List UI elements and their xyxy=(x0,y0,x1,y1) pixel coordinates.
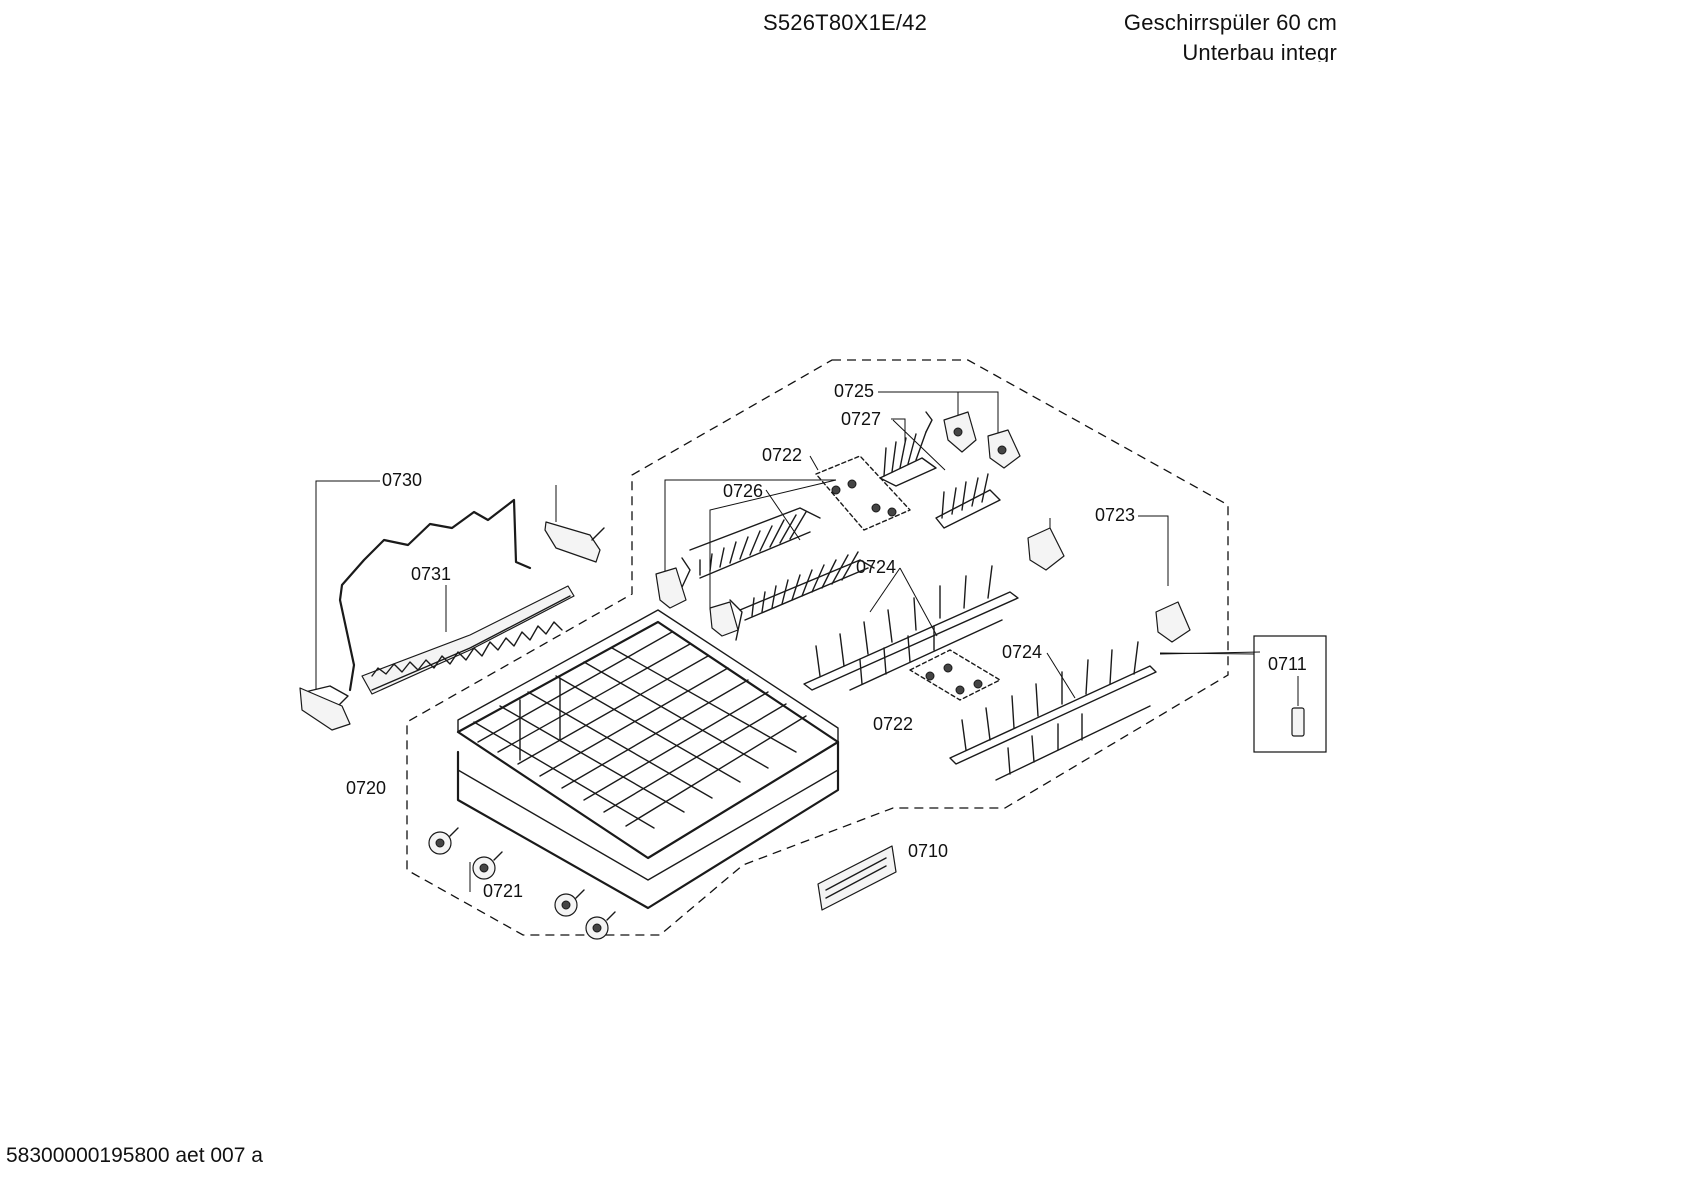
callout-0723: 0723 xyxy=(1095,505,1135,525)
callout-0727: 0727 xyxy=(841,409,881,429)
callout-0710: 0710 xyxy=(908,841,948,861)
part-0726-tine-row-lower xyxy=(729,551,875,641)
callout-0725: 0725 xyxy=(834,381,874,401)
part-0724-tine-rack-lower xyxy=(949,641,1157,781)
callout-0711: 0711 xyxy=(1268,654,1307,674)
callout-0721: 0721 xyxy=(483,881,523,901)
part-0723-holders xyxy=(1027,518,1191,643)
part-0731-cup-shelf xyxy=(361,585,575,695)
callout-0730: 0730 xyxy=(382,470,422,490)
part-0724-tine-rack-upper xyxy=(803,565,1019,691)
callout-0720: 0720 xyxy=(346,778,386,798)
part-0722-bracket-set-upper xyxy=(815,455,911,531)
callout-0724-top: 0724 xyxy=(856,557,896,577)
part-0722-bracket-set-lower xyxy=(909,649,1001,701)
document-code: 58300000195800 aet 007 a xyxy=(6,1144,263,1167)
group-outline-upper xyxy=(406,359,1229,936)
part-bracket-clip xyxy=(544,485,605,563)
appliance-description-line2: Unterbau integr xyxy=(1182,40,1337,62)
detail-box-0711 xyxy=(1253,635,1327,753)
model-number: S526T80X1E/42 xyxy=(763,10,928,35)
leader-0711 xyxy=(1159,652,1255,655)
part-rail-holders xyxy=(655,567,739,637)
callout-0731: 0731 xyxy=(411,564,451,584)
callout-0722-bottom: 0722 xyxy=(873,714,913,734)
callout-0724-bottom: 0724 xyxy=(1002,642,1042,662)
part-0711-pin xyxy=(1291,707,1305,737)
leader-lines xyxy=(315,391,1261,892)
part-0727-small-tine-rack xyxy=(879,411,1001,529)
appliance-description: Geschirrspüler 60 cm xyxy=(1123,10,1337,35)
part-0721-wheels xyxy=(428,827,616,940)
callout-0726: 0726 xyxy=(723,481,763,501)
part-0730-handle-wire xyxy=(299,498,532,731)
part-0725-clips xyxy=(943,411,1021,469)
part-0710-label-plate xyxy=(817,845,897,911)
part-0720-lower-basket xyxy=(456,609,840,910)
callout-0722-top: 0722 xyxy=(762,445,802,465)
